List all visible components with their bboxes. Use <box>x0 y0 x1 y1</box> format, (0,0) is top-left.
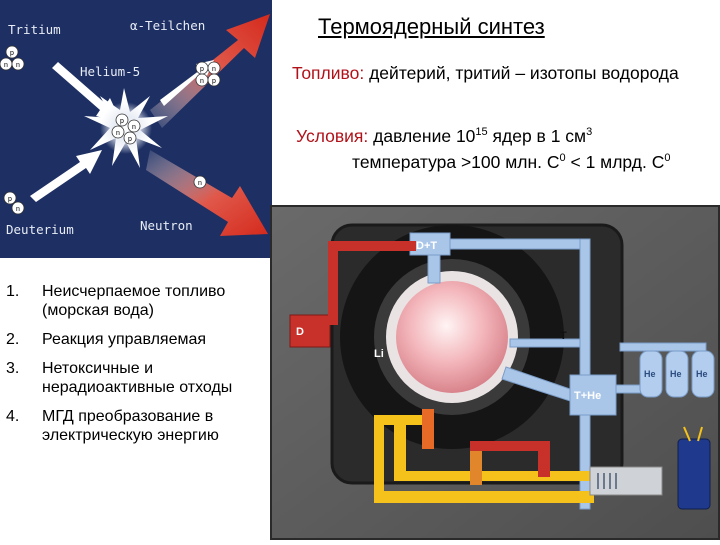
pressure-text: давление 10 <box>373 126 476 146</box>
list-text: МГД преобразование в электрическую энерг… <box>42 408 219 444</box>
list-item: 2. Реакция управляемая <box>6 330 268 349</box>
tritium-label: Tritium <box>8 22 61 37</box>
list-text: Неисчерпаемое топливо (морская вода) <box>42 283 226 319</box>
neutron-text-label: Neutron <box>140 218 193 233</box>
he-label: He <box>644 369 656 379</box>
list-number: 2. <box>6 331 20 348</box>
alpha-label: α-Teilchen <box>130 18 205 33</box>
he-tank <box>691 350 715 398</box>
fuel-label: Топливо: <box>292 63 365 83</box>
degree-sup: 0 <box>664 152 671 164</box>
the-outlet-box <box>569 374 617 416</box>
list-item: 4. МГД преобразование в электрическую эн… <box>6 407 268 445</box>
helium-label: Helium-5 <box>80 64 140 79</box>
list-number: 1. <box>6 283 20 300</box>
neutron-label: n <box>198 180 202 187</box>
he-label: He <box>670 369 682 379</box>
fusion-flash <box>84 88 168 168</box>
deuterium-arrow <box>30 150 102 202</box>
li-label: Li <box>374 348 384 360</box>
fuel-text: Топливо: дейтерий, тритий – изотопы водо… <box>292 62 702 85</box>
unit-exponent: 3 <box>586 126 593 138</box>
temperature-limit: < 1 млрд. С <box>565 152 665 172</box>
deuterium-label: Deuterium <box>6 222 74 237</box>
neutron-label: n <box>132 124 136 131</box>
proton-label: p <box>200 66 204 73</box>
proton-label: p <box>120 118 124 125</box>
proton-label: p <box>128 136 132 143</box>
list-number: 3. <box>6 360 20 377</box>
proton-label: p <box>212 78 216 85</box>
heat-loop <box>374 409 614 503</box>
temperature-text: температура >100 млн. С <box>352 152 560 172</box>
fusion-reaction-diagram: p n n p n n p p n n p n p n Tritium α-Te… <box>0 0 272 258</box>
dt-label: D+T <box>416 240 437 252</box>
d-tank <box>289 314 331 348</box>
neutron-label: n <box>200 78 204 85</box>
conditions-temperature: температура >100 млн. С0 < 1 млрд. С0 <box>352 152 670 173</box>
plasma-sphere <box>396 281 508 393</box>
neutron-label: n <box>212 66 216 73</box>
pressure-unit: ядер в 1 см <box>487 126 587 146</box>
battery-icon <box>677 438 711 510</box>
he-label: He <box>696 369 708 379</box>
list-text: Реакция управляемая <box>42 331 207 348</box>
he-tank <box>665 350 689 398</box>
conditions-pressure: Условия: давление 1015 ядер в 1 см3 <box>296 126 592 147</box>
list-number: 4. <box>6 408 20 425</box>
t-label: T <box>560 330 567 342</box>
neutron-arrow <box>146 150 268 236</box>
reactor-diagram: D+T D T Li T+He He He He <box>270 205 720 540</box>
neutron-label: n <box>16 206 20 213</box>
proton-label: p <box>10 50 14 57</box>
page-title: Термоядерный синтез <box>318 14 545 39</box>
list-item: 1. Неисчерпаемое топливо (морская вода) <box>6 282 268 320</box>
degree-sup: 0 <box>559 152 566 164</box>
advantages-list: 1. Неисчерпаемое топливо (морская вода) … <box>6 282 268 455</box>
pressure-exponent: 15 <box>475 126 488 138</box>
list-text: Нетоксичные и нерадиоактивные отходы <box>42 360 233 396</box>
neutron-label: n <box>16 62 20 69</box>
neutron-label: n <box>116 130 120 137</box>
neutron-label: n <box>4 62 8 69</box>
list-item: 3. Нетоксичные и нерадиоактивные отходы <box>6 359 268 397</box>
tritium-arrow <box>52 62 122 124</box>
mhd-generator <box>589 466 663 496</box>
he-tank <box>639 350 663 398</box>
conditions-label: Условия: <box>296 126 369 146</box>
the-label: T+He <box>574 390 601 402</box>
proton-label: p <box>8 196 12 203</box>
d-label: D <box>296 326 304 338</box>
fuel-description: дейтерий, тритий – изотопы водорода <box>369 63 679 83</box>
